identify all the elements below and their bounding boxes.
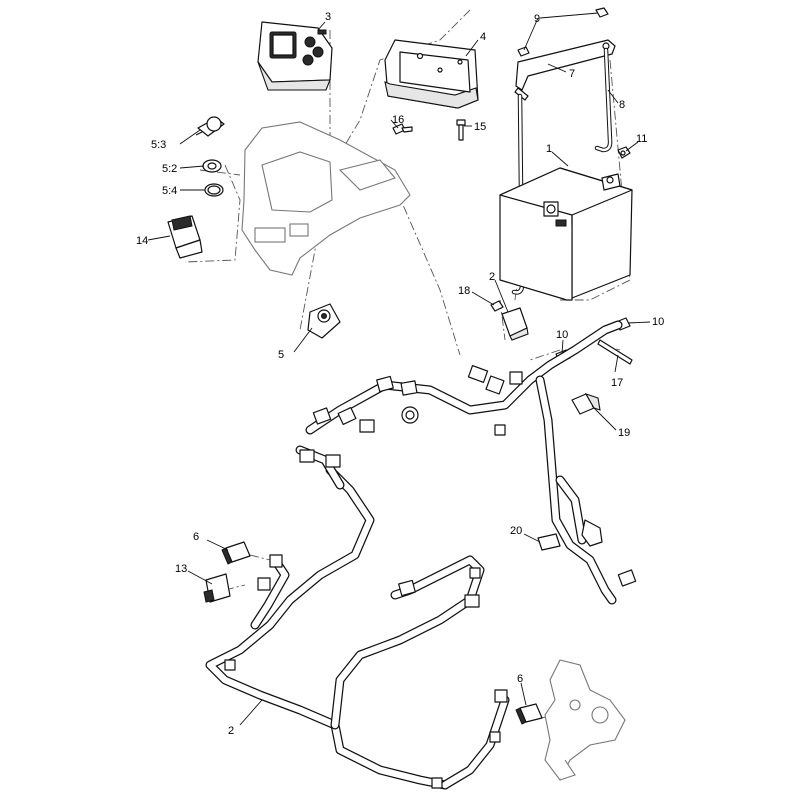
sensor-6-right	[515, 703, 543, 725]
connector-19	[571, 393, 601, 415]
assembly-centerlines	[184, 9, 631, 719]
callout-2-bottom: 2	[228, 725, 234, 737]
callout-1: 1	[546, 143, 552, 155]
callout-13: 13	[175, 563, 187, 575]
callout-4: 4	[480, 31, 486, 43]
callout-6-left: 6	[193, 531, 199, 543]
callout-8: 8	[619, 99, 625, 111]
key-switch	[307, 303, 341, 339]
callout-10-right: 10	[652, 316, 664, 328]
brake-bracket	[544, 659, 626, 782]
wing-nut-9	[517, 7, 609, 57]
callout-20: 20	[510, 525, 522, 537]
callout-5-4: 5:4	[162, 185, 177, 197]
callout-16: 16	[392, 114, 404, 126]
callout-10-left: 10	[556, 329, 568, 341]
strap-17	[597, 339, 633, 365]
callout-3: 3	[325, 11, 331, 23]
screw-18	[490, 300, 504, 312]
callout-11: 11	[636, 133, 647, 145]
leader-lines	[147, 12, 651, 726]
solenoid-2	[501, 307, 529, 341]
callout-14: 14	[136, 235, 148, 247]
key-5-3	[195, 116, 225, 137]
callout-15: 15	[474, 121, 486, 133]
hold-down-bracket	[514, 39, 616, 101]
callout-5-2: 5:2	[162, 163, 177, 175]
callout-19: 19	[618, 427, 630, 439]
callout-18: 18	[458, 285, 470, 297]
callout-9: 9	[534, 13, 540, 25]
switch-13	[203, 573, 231, 603]
callout-labels: 1 2 2 3 4 5 5:2 5:3 5:4 6 6 7 8 9 10 10 …	[136, 11, 664, 737]
nut-11	[617, 146, 631, 159]
screw-16	[392, 123, 413, 135]
battery	[499, 167, 633, 301]
nut-5-2	[202, 159, 222, 173]
washer-5-4	[204, 183, 224, 197]
sensor-6-left	[221, 541, 251, 565]
callout-5: 5	[278, 349, 284, 361]
controller-module	[384, 39, 479, 109]
switch-14	[167, 215, 203, 259]
clip-20	[537, 533, 561, 551]
display-module	[257, 21, 333, 91]
callout-7: 7	[569, 68, 575, 80]
harness-connectors	[224, 365, 637, 789]
dash-panel	[241, 121, 411, 276]
callout-6-right: 6	[517, 673, 523, 685]
callout-2-top: 2	[489, 271, 495, 283]
callout-5-3: 5:3	[151, 139, 166, 151]
bolt-15	[456, 119, 466, 141]
callout-17: 17	[611, 377, 623, 389]
